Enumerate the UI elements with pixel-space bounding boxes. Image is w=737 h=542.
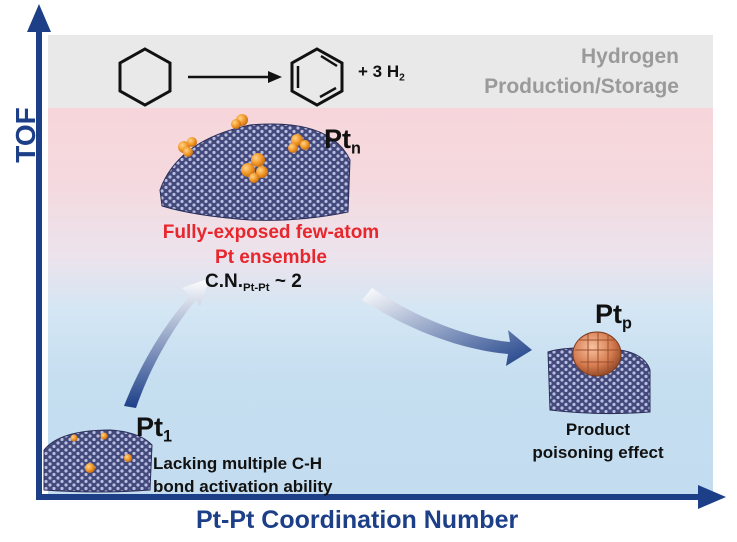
x-axis-label: Pt-Pt Coordination Number (196, 506, 519, 534)
y-axis (27, 4, 51, 497)
pt-nanoparticle-icon (572, 331, 622, 377)
particle-description: Product poisoning effect (503, 418, 693, 464)
single-atom-line-2: bond activation ability (153, 477, 333, 496)
particle-line-2: poisoning effect (532, 443, 664, 462)
cyclohexane-icon (118, 47, 172, 107)
reaction-product-subscript: 2 (399, 72, 405, 84)
pt-ensemble-clusters-icon (178, 114, 310, 183)
pt1-label-base: Pt (136, 412, 163, 442)
single-atom-description: Lacking multiple C-H bond activation abi… (153, 452, 332, 498)
ensemble-line-1: Fully-exposed few-atom (162, 222, 380, 243)
ptn-label-sub: n (351, 139, 361, 158)
reaction-product-label: + 3 H2 (358, 62, 405, 84)
reaction-product-text: + 3 H (358, 62, 400, 81)
hydrogen-line-1: Hydrogen (580, 45, 679, 68)
decrease-arrow-icon (362, 288, 532, 366)
benzene-icon (290, 47, 344, 107)
ensemble-description: Fully-exposed few-atom Pt ensemble (138, 220, 404, 270)
reaction-arrow-icon (188, 71, 282, 83)
particle-line-1: Product (565, 420, 631, 439)
hydrogen-region-label: Hydrogen Production/Storage (484, 42, 679, 102)
increase-arrow-icon (124, 278, 210, 408)
pt1-label: Pt1 (136, 412, 172, 447)
hydrogen-line-2: Production/Storage (484, 75, 679, 98)
x-axis (36, 485, 726, 509)
cn-subscript: Pt-Pt (243, 281, 270, 294)
cn-suffix: ~ 2 (269, 271, 302, 292)
coordination-number-label: C.N.Pt-Pt ~ 2 (205, 271, 302, 294)
ptp-label-sub: p (622, 314, 632, 333)
pt1-label-sub: 1 (163, 427, 173, 446)
cn-prefix: C.N. (205, 271, 243, 292)
single-atom-line-1: Lacking multiple C-H (153, 454, 323, 473)
ptp-label-base: Pt (595, 299, 622, 329)
ptp-label: Ptp (595, 299, 632, 334)
ptn-label: Ptn (324, 124, 361, 159)
ptn-label-base: Pt (324, 124, 351, 154)
ensemble-line-2: Pt ensemble (215, 247, 327, 268)
pt1-graphene-sheet-icon (43, 429, 153, 493)
y-axis-label: TOF (10, 107, 41, 163)
